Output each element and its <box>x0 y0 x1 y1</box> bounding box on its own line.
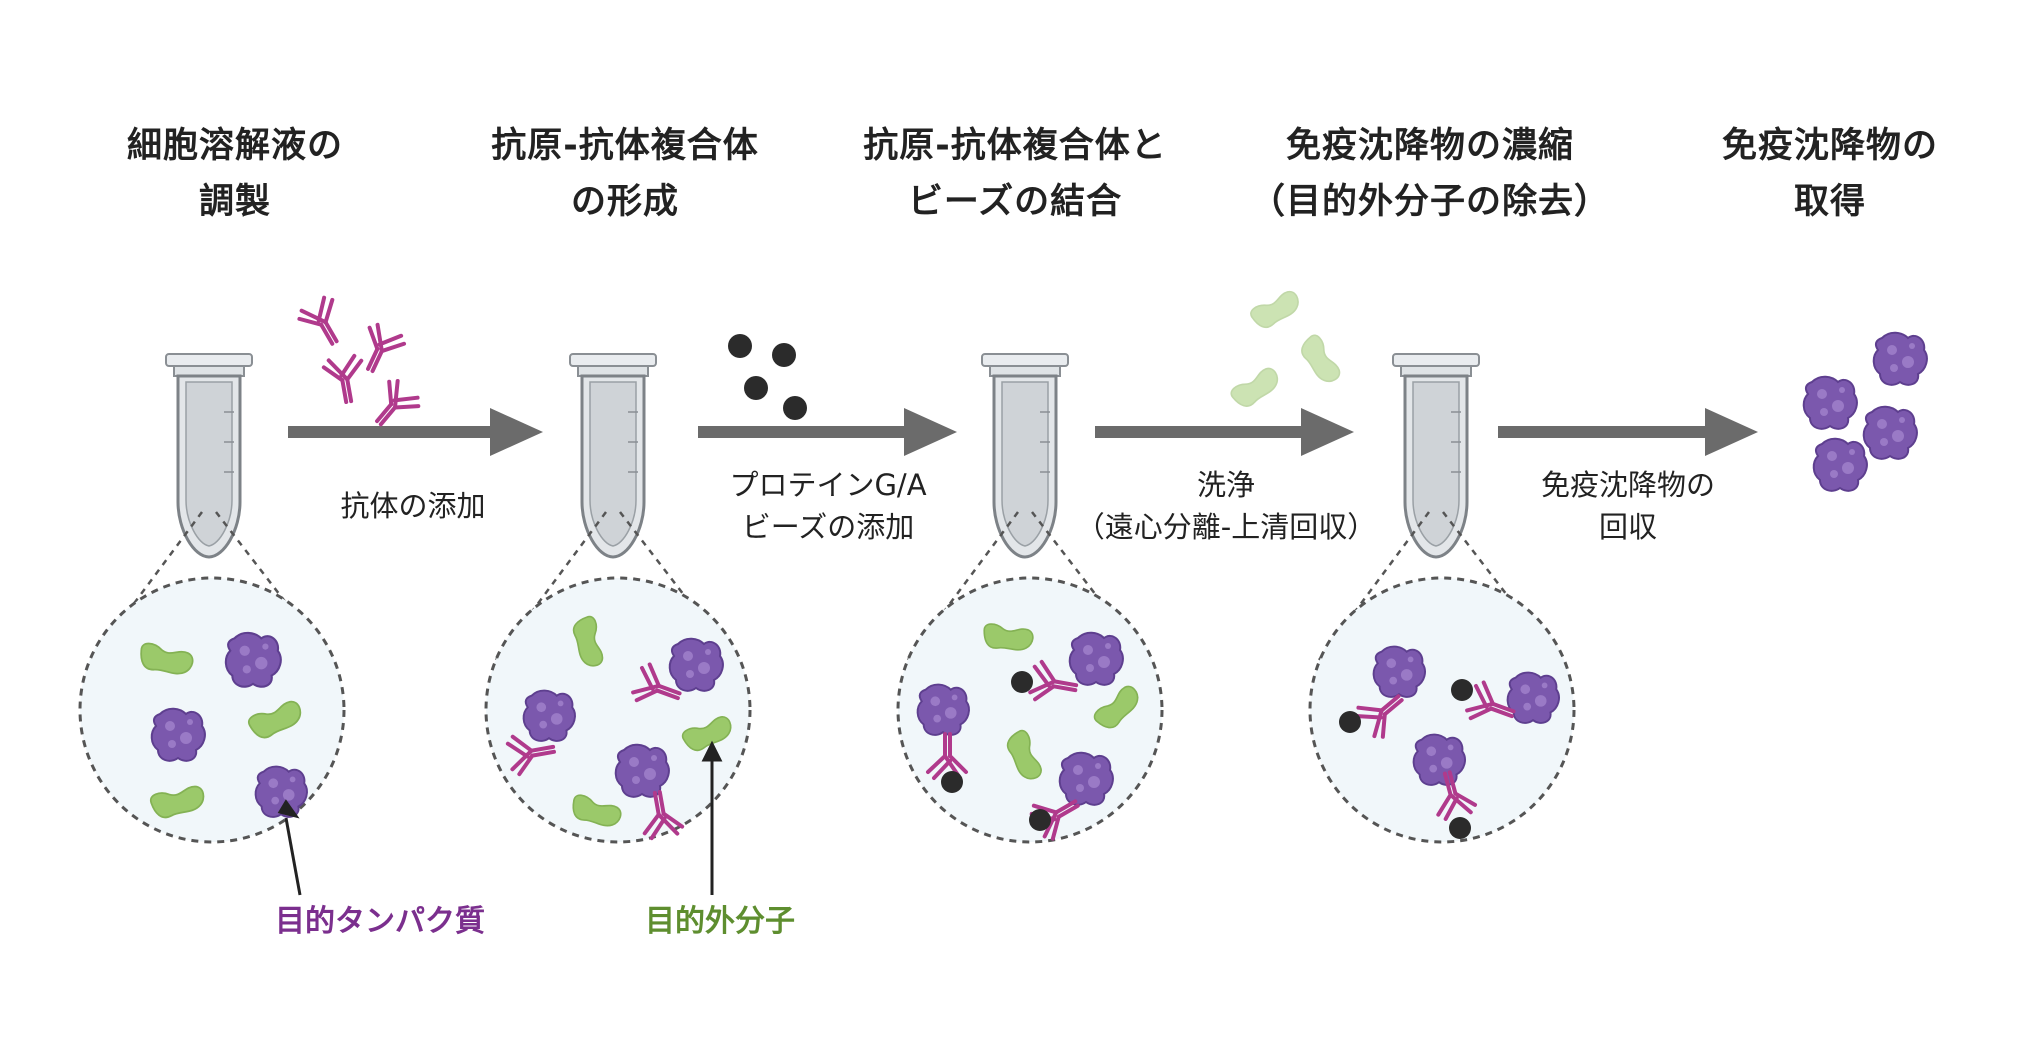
arrow-4 <box>1498 408 1758 456</box>
added-antibodies <box>294 292 425 438</box>
step-title-3: 抗原-抗体複合体と ビーズの結合 <box>850 118 1180 230</box>
arrow-label-4: 免疫沈降物の 回収 <box>1498 464 1758 548</box>
arrow-label-1-line1: 抗体の添加 <box>340 489 486 523</box>
step-title-4: 免疫沈降物の濃縮 （目的外分子の除去） <box>1245 118 1615 230</box>
step-title-1: 細胞溶解液の 調製 <box>70 118 400 230</box>
zoom-contents-3 <box>916 621 1146 844</box>
zoom-contents-4 <box>1339 645 1560 839</box>
removed-non-target <box>1227 288 1344 413</box>
tube-4 <box>1391 352 1481 559</box>
step-title-2: 抗原-抗体複合体 の形成 <box>460 118 790 230</box>
tube-3 <box>980 352 1070 559</box>
step-title-4-line1: 免疫沈降物の濃縮 <box>1285 126 1574 166</box>
arrow-label-2: プロテインG/A ビーズの添加 <box>698 464 958 548</box>
arrow-label-2-line1: プロテインG/A <box>729 468 927 502</box>
non-target-label: 目的外分子 <box>645 904 795 939</box>
arrow-label-4-line2: 回収 <box>1598 510 1657 544</box>
step-title-5-line2: 取得 <box>1793 182 1866 222</box>
arrow-label-3-line1: 洗浄 <box>1196 468 1255 502</box>
step-title-2-line1: 抗原-抗体複合体 <box>491 126 759 166</box>
step-title-5: 免疫沈降物の 取得 <box>1680 118 1980 230</box>
zoom-circle-4 <box>1308 576 1576 844</box>
step-title-3-line1: 抗原-抗体複合体と <box>863 126 1167 166</box>
tube-1 <box>164 352 254 559</box>
arrow-label-1: 抗体の添加 <box>288 485 538 527</box>
step-title-5-line1: 免疫沈降物の <box>1721 126 1938 166</box>
step-title-2-line2: の形成 <box>570 182 679 222</box>
step-title-3-line2: ビーズの結合 <box>907 182 1123 222</box>
arrow-2 <box>698 408 957 456</box>
added-beads <box>728 334 807 420</box>
target-protein-label: 目的タンパク質 <box>275 904 485 939</box>
step-title-4-line2: （目的外分子の除去） <box>1249 182 1610 222</box>
arrow-label-3-line2: （遠心分離-上清回収） <box>1075 510 1377 544</box>
arrow-3 <box>1095 408 1354 456</box>
arrow-label-4-line1: 免疫沈降物の <box>1540 468 1715 502</box>
arrow-label-3: 洗浄 （遠心分離-上清回収） <box>1066 464 1386 548</box>
tube-2 <box>568 352 658 559</box>
step-title-1-line1: 細胞溶解液の <box>126 126 343 166</box>
step-title-1-line2: 調製 <box>198 182 271 222</box>
arrow-label-2-line2: ビーズの添加 <box>741 510 915 544</box>
arrow-1 <box>288 408 543 456</box>
obtained-proteins <box>1802 331 1928 492</box>
